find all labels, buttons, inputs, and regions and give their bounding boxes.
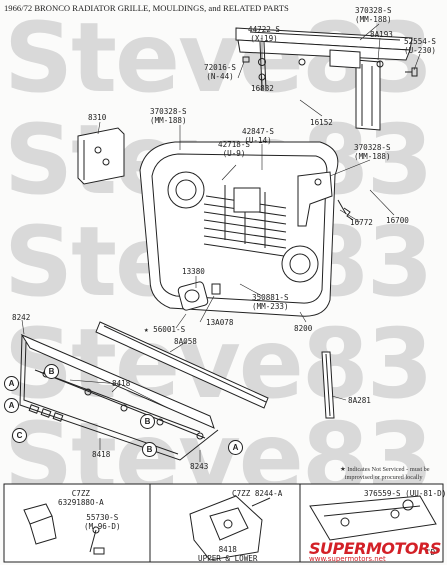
label-8A193: 8A193 [370,30,393,39]
supermotors-url: www.supermotors.net [309,555,386,563]
callout-a: A [4,376,19,391]
label-8242: 8242 [12,313,31,322]
label-d: "D" [426,548,440,557]
inset-bracket-drawing [189,495,271,561]
callout-b: B [44,364,59,379]
label-370328-s-left: 370328-S(MM-188) [150,107,187,125]
label-8200: 8200 [294,324,313,333]
label-370328-s-upper: 370328-S(MM-188) [355,6,392,24]
label-8A281: 8A281 [348,396,371,405]
extension-8A281 [321,351,335,419]
hood-latch-16700 [297,171,354,227]
callout-a: A [228,440,243,455]
callout-b: B [140,414,155,429]
clip-group-C [28,404,64,422]
label-8310: 8310 [88,113,107,122]
callout-a: A [4,398,19,413]
footnote-text: ★ Indicates Not Serviced - must be impro… [340,466,430,481]
radiator-support [235,27,413,131]
label-42718-s: 42718-S(U-9) [218,140,251,158]
diagram-title: 1966/72 BRONCO RADIATOR GRILLE, MOULDING… [4,3,289,13]
label-376559-s: 376559-S (UU-81-D) [364,489,447,498]
parking-lamp-13380 [177,281,221,311]
label-8A058: 8A058 [174,337,197,346]
label-42847-s: 42847-S(U-14) [242,127,275,145]
label-16832: 16832 [251,84,274,93]
label-55730-s: 55730-S(M-96-D) [84,513,121,531]
label-16772: 16772 [350,218,373,227]
label-13380: 13380 [182,267,205,276]
footnote: ★ Indicates Not Serviced - must be impro… [340,466,430,481]
label-44722-s: 44722-S(X-19) [248,25,281,43]
label-c7zz-8244-a: C7ZZ 8244-A [232,489,283,498]
callout-b: B [142,442,157,457]
label-8243: 8243 [190,462,209,471]
label-56001-s: ★ 56001-S [144,325,186,334]
leader-lines [21,23,421,462]
label-16700: 16700 [386,216,409,225]
moulding-8A058 [95,321,269,409]
label-350881-s: 350881-S(MM-233) [252,293,289,311]
label-52554-s: 52554-S(U-230) [404,37,437,55]
label-370328-s-right: 370328-S(MM-188) [354,143,391,161]
grille-8200 [139,141,339,317]
callout-c: C [12,428,27,443]
inset-clip-drawing [23,503,105,555]
label-8418-a: 8418 [112,379,131,388]
label-16152: 16152 [310,118,333,127]
bracket-8310 [77,127,125,185]
label-13A078: 13A078 [206,318,234,327]
inset-panel-drawing [309,495,437,541]
label-72016-s: 72016-S(N-44) [204,63,237,81]
label-8418-b: 8418 [92,450,111,459]
moulding-frame-8242 [19,333,219,461]
supermotors-logo: SUPERMOTORS [309,539,441,558]
